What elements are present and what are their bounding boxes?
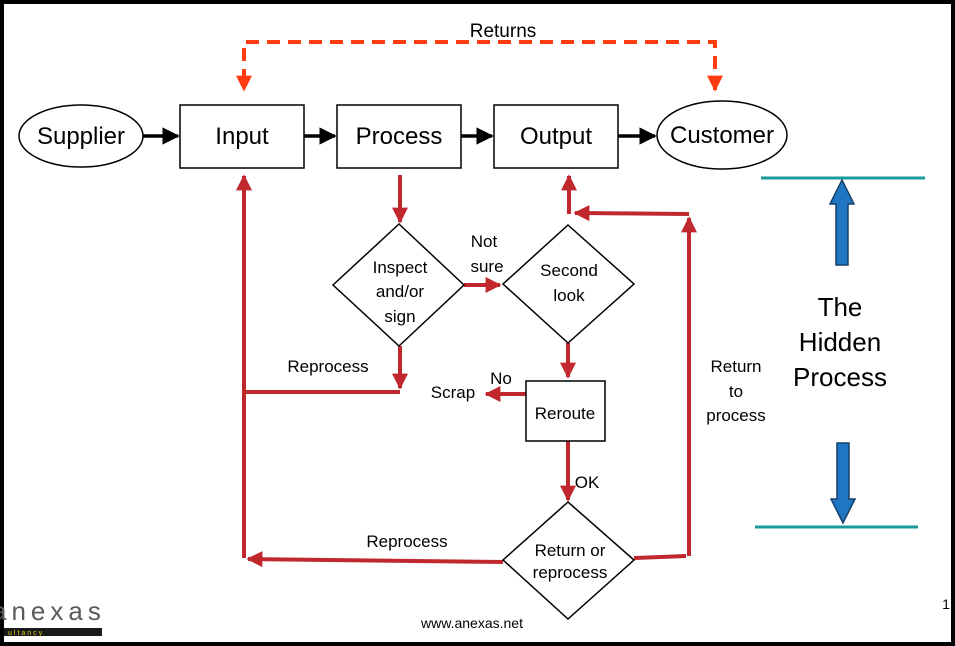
input-label: Input [215,123,269,150]
return-right-line [633,554,687,560]
hidden-process-annotation: The Hidden Process [755,176,925,529]
process-node: Process [336,104,462,169]
arrow-return-left [573,205,690,222]
hidden-flow-lines [236,174,697,568]
hidden-process-line-3: Process [793,362,887,392]
reprocess-upper-label: Reprocess [287,357,368,376]
anexas-logo: anexas ultancy [0,596,106,637]
return-to-process-line-1: Return [710,357,761,376]
reroute-label: Reroute [535,404,595,423]
logo-bar [4,628,102,636]
website-footer: www.anexas.net [420,615,523,631]
customer-label: Customer [670,122,774,149]
arrow-up-icon [828,178,856,266]
page-number: 1 [942,596,950,612]
not-sure-line-2: sure [470,257,503,276]
second-look-line-2: look [553,286,585,305]
return-or-reprocess-line-1: Return or [535,541,606,560]
logo-sub-text: ultancy [8,630,44,637]
hidden-process-line-2: Hidden [799,327,881,357]
ok-label: OK [575,473,600,492]
logo-text: anexas [0,596,106,626]
second-look-decision: Second look [501,223,636,345]
return-or-reprocess-decision: Return or reprocess [501,500,636,621]
process-label: Process [356,123,443,150]
inspect-line-1: Inspect [373,258,428,277]
scrap-label: Scrap [431,383,475,402]
return-or-reprocess-line-2: reprocess [533,563,608,582]
second-look-line-1: Second [540,261,598,280]
return-to-process-line-3: process [706,406,766,425]
returns-label: Returns [470,21,537,42]
supplier-node: Supplier [18,104,144,168]
no-label: No [490,369,512,388]
not-sure-line-1: Not [471,232,498,251]
hidden-process-line-1: The [818,292,863,322]
inspect-line-3: sign [384,307,415,326]
output-node: Output [493,104,619,169]
arrow-reprocess-lower [246,551,504,568]
returns-loop: Returns [236,21,723,92]
arrow-down-icon [829,442,857,525]
supplier-label: Supplier [37,123,125,150]
reroute-node: Reroute [525,380,606,442]
inspect-line-2: and/or [376,282,425,301]
input-node: Input [179,104,305,169]
reprocess-lower-label: Reprocess [366,532,447,551]
output-label: Output [520,123,592,150]
return-to-process-line-2: to [729,382,743,401]
inspect-decision: Inspect and/or sign [331,222,466,348]
customer-node: Customer [656,100,788,170]
